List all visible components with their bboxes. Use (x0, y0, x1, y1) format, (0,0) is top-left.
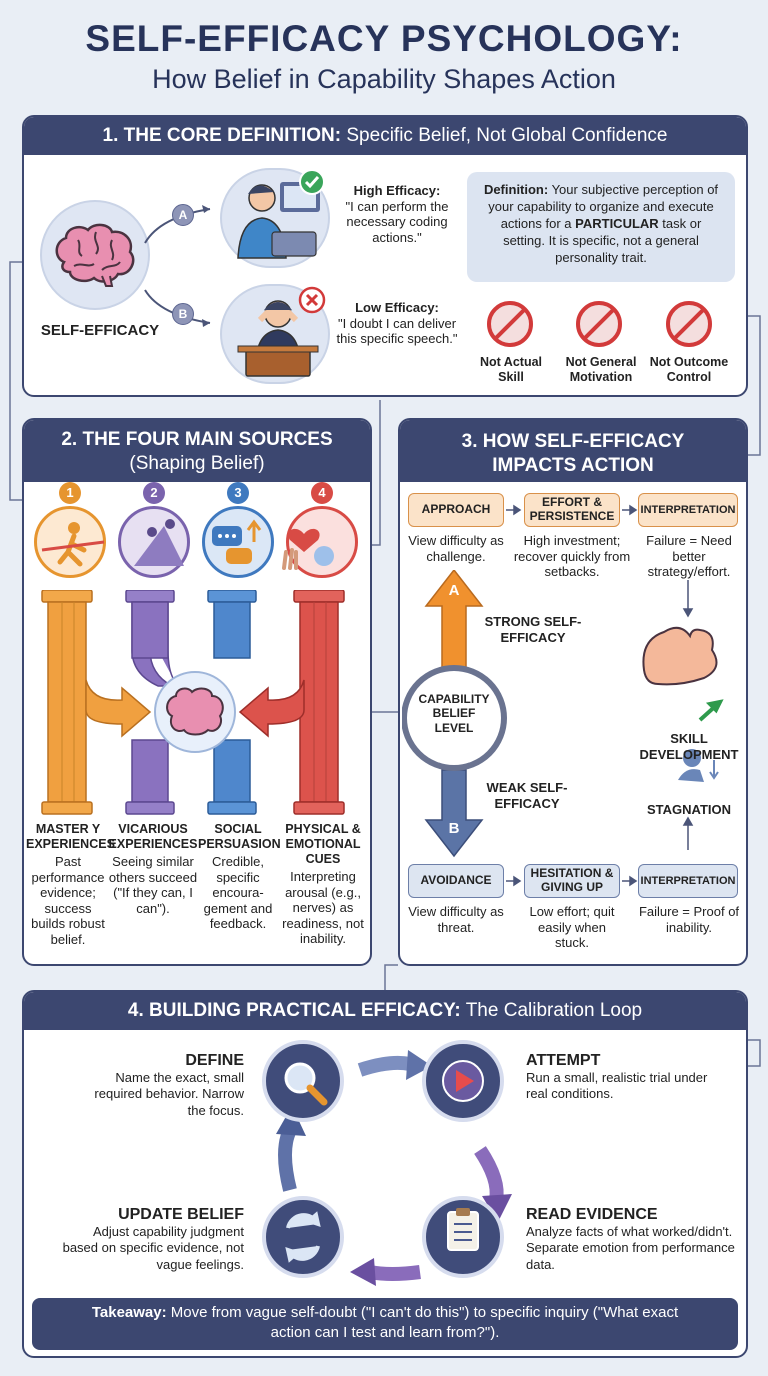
section1-title-rest: Specific Belief, Not Global Confidence (341, 125, 668, 146)
belief-level-arrow (402, 570, 507, 858)
source-icon-glyphs (41, 519, 334, 570)
high-efficacy-quote: "I can perform the necessary coding acti… (345, 198, 449, 245)
source-3-desc: Credible, specific encoura-gement and fe… (203, 854, 273, 932)
stagnation-label: STAGNATION (646, 802, 731, 817)
update-title: UPDATE BELIEF (118, 1206, 244, 1223)
no-motivation-icon (576, 301, 622, 347)
avoidance-box: AVOIDANCE (408, 864, 504, 898)
weak-row-arrows (506, 875, 638, 887)
source-2-caption: VICARIOUS EXPERIENCES Seeing similar oth… (108, 822, 198, 916)
approach-desc: View difficulty as challenge. (408, 533, 504, 564)
read-evidence-step: READ EVIDENCE Analyze facts of what work… (526, 1206, 740, 1273)
no-outcome-control-icon (666, 301, 712, 347)
takeaway-text: Move from vague self-doubt ("I can't do … (166, 1304, 679, 1341)
source-2-desc: Seeing similar others succeed ("If they … (108, 854, 198, 916)
section-calibration-loop: 4. BUILDING PRACTICAL EFFICACY: The Cali… (22, 990, 748, 1358)
outcome-graphics (642, 580, 724, 850)
weak-interpretation-box: INTERPRETATION (638, 864, 738, 898)
section4-title-rest: The Calibration Loop (460, 1000, 643, 1021)
main-subtitle: How Belief in Capability Shapes Action (152, 64, 616, 94)
hesitation-box: HESITATION & GIVING UP (524, 864, 620, 898)
source-pillars (41, 590, 345, 815)
source-4-title: PHYSICAL & EMOTIONAL CUES (285, 822, 361, 866)
takeaway-label: Takeaway: (91, 1304, 167, 1321)
update-step: UPDATE BELIEF Adjust capability judgment… (56, 1206, 244, 1273)
attempt-desc: Run a small, realistic trial under real … (526, 1070, 708, 1102)
branch-arrows (144, 205, 211, 327)
source-4-number: 4 (311, 482, 333, 504)
brain-icon (55, 223, 135, 287)
attempt-step: ATTEMPT Run a small, realistic trial und… (526, 1052, 726, 1103)
avoidance-desc: View difficulty as threat. (408, 904, 504, 935)
loop-arrows (276, 1050, 512, 1286)
section1-title-bold: 1. THE CORE DEFINITION: (102, 125, 342, 146)
marker-b: B (448, 820, 460, 837)
source-4-desc: Interpreting arousal (e.g., nerves) as r… (282, 869, 364, 947)
section2-title: 2. THE FOUR MAIN SOURCES (61, 429, 333, 450)
weak-efficacy-label: WEAK SELF-EFFICACY (486, 780, 568, 811)
source-1-caption: MASTER Y EXPERIENCES Past performance ev… (26, 822, 115, 948)
strong-interpretation-box: INTERPRETATION (638, 493, 738, 527)
define-title: DEFINE (185, 1052, 244, 1069)
read-title: READ EVIDENCE (526, 1206, 658, 1223)
path-b-marker: B (172, 303, 194, 325)
source-2-title: VICARIOUS EXPERIENCES (108, 822, 198, 851)
main-title: SELF-EFFICACY PSYCHOLOGY: (85, 18, 683, 59)
source-1-desc: Past performance evidence; success build… (31, 854, 105, 947)
takeaway-box: Takeaway: Move from vague self-doubt ("I… (32, 1298, 738, 1350)
speaker-icon (237, 300, 319, 377)
marker-a: A (448, 582, 460, 599)
hesitation-desc: Low effort; quit easily when stuck. (529, 904, 615, 951)
definition-text-2: task or setting. It is specific, not a g… (503, 215, 702, 265)
definition-box: Definition: Your subjective perception o… (467, 172, 735, 282)
effort-desc: High investment; recover quickly from se… (513, 533, 631, 580)
strong-efficacy-label: STRONG SELF-EFFICACY (484, 614, 582, 645)
weak-interpretation-desc: Failure = Proof of inability. (638, 904, 740, 935)
definition-emphasis: PARTICULAR (575, 215, 659, 231)
check-icon (299, 169, 325, 195)
update-desc: Adjust capability judgment based on spec… (62, 1224, 244, 1272)
read-desc: Analyze facts of what worked/didn't. Sep… (526, 1224, 735, 1272)
attempt-title: ATTEMPT (526, 1052, 601, 1069)
low-efficacy-label: Low Efficacy: (355, 300, 439, 315)
source-4-caption: PHYSICAL & EMOTIONAL CUES Interpreting a… (278, 822, 368, 947)
not-item-3: Not Outcome Control (649, 355, 729, 384)
low-efficacy-quote: "I doubt I can deliver this specific spe… (336, 315, 458, 347)
source-1-number: 1 (59, 482, 81, 504)
path-a-marker: A (172, 204, 194, 226)
source-3-caption: SOCIAL PERSUASION Credible, specific enc… (198, 822, 281, 932)
low-efficacy-text: Low Efficacy: "I doubt I can deliver thi… (332, 300, 462, 347)
source-1-title: MASTER Y EXPERIENCES (26, 822, 115, 851)
source-3-number: 3 (227, 482, 249, 504)
section2-subtitle: (Shaping Belief) (129, 452, 265, 474)
section3-header: 3. HOW SELF-EFFICACY IMPACTS ACTION (400, 420, 746, 482)
effort-persistence-box: EFFORT & PERSISTENCE (524, 493, 620, 527)
refresh-icon (262, 1196, 344, 1278)
define-desc: Name the exact, small required behavior.… (94, 1070, 244, 1118)
not-item-1: Not Actual Skill (479, 355, 543, 384)
definition-text-1: Your subjective perception of your capab… (488, 182, 719, 231)
no-skill-icon (487, 301, 533, 347)
section4-header: 4. BUILDING PRACTICAL EFFICACY: The Cali… (24, 992, 746, 1030)
skill-development-label: SKILL DEVELOPMENT (639, 731, 739, 762)
not-item-2: Not General Motivation (565, 355, 637, 384)
high-efficacy-label: High Efficacy: (353, 183, 441, 198)
approach-box: APPROACH (408, 493, 504, 527)
section2-header: 2. THE FOUR MAIN SOURCES (Shaping Belief… (24, 420, 370, 482)
definition-label: Definition: (483, 182, 549, 197)
x-mark-icon (298, 286, 326, 314)
section4-title-bold: 4. BUILDING PRACTICAL EFFICACY: (127, 1000, 461, 1021)
high-efficacy-text: High Efficacy: "I can perform the necess… (332, 183, 462, 245)
section1-header: 1. THE CORE DEFINITION: Specific Belief,… (24, 117, 746, 155)
define-step: DEFINE Name the exact, small required be… (80, 1052, 244, 1119)
step-icon-glyphs (284, 1060, 484, 1263)
source-3-title: SOCIAL PERSUASION (198, 822, 281, 851)
strong-row-arrows (506, 504, 638, 516)
capability-belief-label: CAPABILITY BELIEF LEVEL (418, 692, 490, 735)
source-2-number: 2 (143, 482, 165, 504)
strong-interpretation-desc: Failure = Need better strategy/effort. (646, 533, 732, 580)
self-efficacy-label: SELF-EFFICACY (40, 322, 160, 339)
